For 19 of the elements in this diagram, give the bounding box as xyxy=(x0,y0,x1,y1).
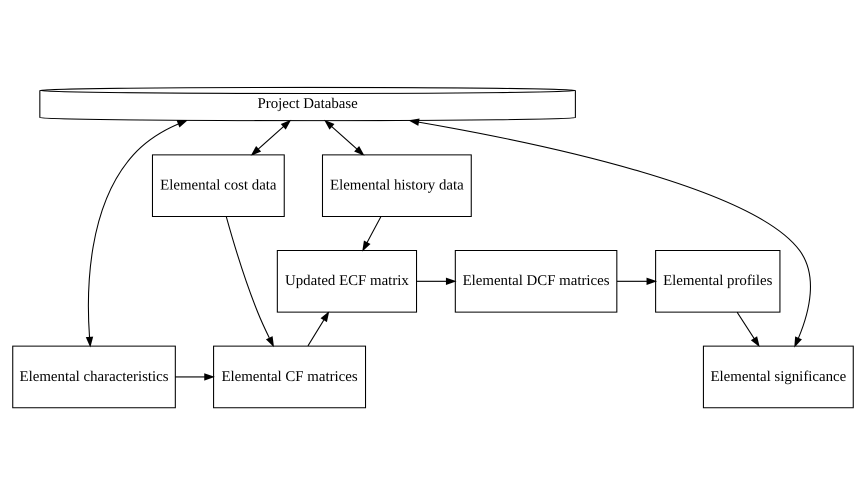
node-box: Elemental CF matrices xyxy=(213,346,366,408)
node-box: Elemental profiles xyxy=(655,250,780,313)
arrow xyxy=(308,311,330,346)
node-box: Updated ECF matrix xyxy=(276,250,418,313)
node-box: Elemental characteristics xyxy=(12,346,176,408)
arrow xyxy=(416,278,457,286)
arrow xyxy=(362,216,382,252)
node-box: Elemental history data xyxy=(322,154,472,218)
arrow xyxy=(175,373,215,381)
arrow xyxy=(408,118,811,348)
node-box: Elemental cost data xyxy=(152,154,285,218)
arrow xyxy=(226,216,274,348)
arrow xyxy=(324,120,365,156)
node-box: Elemental significance xyxy=(702,346,854,408)
arrow xyxy=(617,278,658,286)
arrow xyxy=(250,120,292,156)
arrow xyxy=(736,312,760,348)
arrow xyxy=(86,120,188,348)
node-box: Elemental DCF matrices xyxy=(454,250,618,313)
